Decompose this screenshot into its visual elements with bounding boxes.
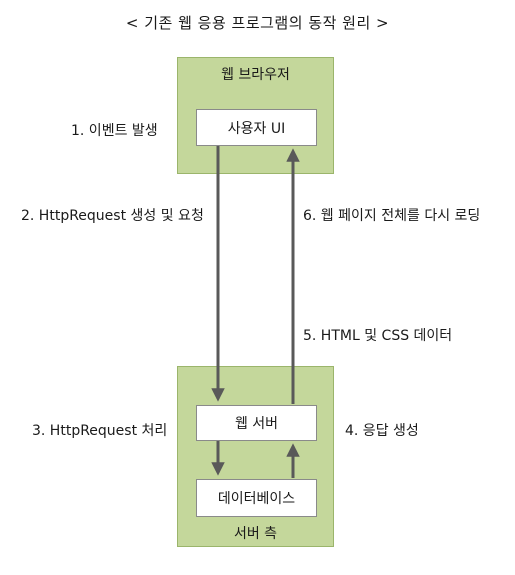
diagram-title: < 기존 웹 응용 프로그램의 동작 원리 > bbox=[125, 14, 390, 32]
step-5-note: 5. HTML 및 CSS 데이터 bbox=[303, 328, 453, 344]
database-box: 데이터베이스 bbox=[196, 479, 317, 517]
step-1-note: 1. 이벤트 발생 bbox=[71, 123, 158, 139]
step-6-note: 6. 웹 페이지 전체를 다시 로딩 bbox=[303, 208, 481, 224]
server-group: 웹 서버 데이터베이스 서버 측 bbox=[177, 366, 334, 547]
step-4-note: 4. 응답 생성 bbox=[345, 423, 419, 439]
step-2-note: 2. HttpRequest 생성 및 요청 bbox=[21, 208, 204, 224]
step-3-note: 3. HttpRequest 처리 bbox=[32, 423, 168, 439]
browser-label: 웹 브라우저 bbox=[221, 67, 290, 83]
web-server-box: 웹 서버 bbox=[196, 405, 317, 441]
server-label: 서버 측 bbox=[233, 526, 278, 542]
browser-group: 웹 브라우저 사용자 UI bbox=[177, 57, 334, 174]
user-ui-box: 사용자 UI bbox=[196, 109, 317, 146]
